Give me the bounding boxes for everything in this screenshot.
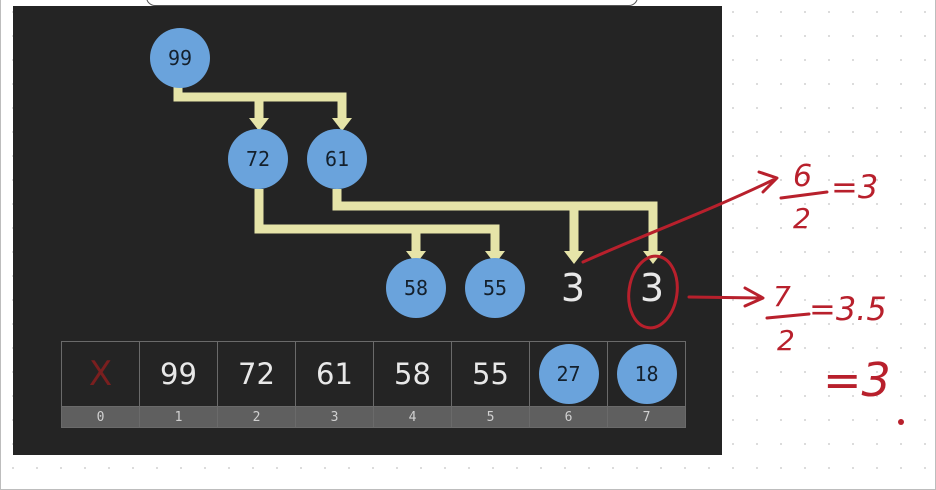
second-numerator: 7 — [773, 280, 791, 313]
second-result: =3.5 — [809, 290, 887, 328]
array-cell: 18 — [607, 341, 686, 407]
array-cell-empty: X — [61, 341, 140, 407]
array-cell-value: 61 — [316, 357, 353, 391]
arrowhead-first — [757, 170, 779, 194]
arrow-to-first-calculation — [581, 178, 775, 264]
tree-connectors — [173, 86, 663, 264]
computed-index-slot6: 3 — [560, 266, 586, 310]
array-cell-value: 99 — [160, 357, 197, 391]
array-cell-circled-value: 18 — [616, 344, 677, 404]
array-cell-value: 72 — [238, 357, 275, 391]
computed-index-slot7: 3 — [639, 266, 665, 310]
first-numerator: 6 — [793, 159, 812, 194]
floor-result: =3 — [823, 353, 891, 407]
ink-dot — [898, 419, 904, 425]
array-cell: 55 — [451, 341, 530, 407]
empty-slot-marker: X — [88, 354, 113, 394]
array-index: 1 — [139, 406, 218, 428]
array-cell-value: 58 — [394, 357, 431, 391]
array-values-row: X 99 72 61 58 55 27 18 — [61, 341, 686, 407]
connector-61-to-children — [332, 189, 658, 252]
connector-72-to-children — [254, 189, 500, 252]
fraction-bar-first — [779, 190, 829, 200]
arrowhead-72 — [249, 118, 269, 131]
first-result: =3 — [831, 168, 878, 206]
tree-node-leaf-1: 58 — [386, 258, 446, 318]
heap-visualization-panel: 99 72 61 58 55 3 3 X 99 72 61 58 55 27 1… — [13, 6, 722, 455]
array-cell: 27 — [529, 341, 608, 407]
arrowhead-second — [743, 286, 765, 308]
second-denominator: 2 — [777, 324, 795, 357]
array-cell: 61 — [295, 341, 374, 407]
heap-array: X 99 72 61 58 55 27 18 0 1 2 3 4 5 6 7 — [61, 341, 686, 428]
first-denominator: 2 — [793, 202, 811, 235]
tree-node-leaf-2: 55 — [465, 258, 525, 318]
array-index: 5 — [451, 406, 530, 428]
array-index: 3 — [295, 406, 374, 428]
array-cell-value: 55 — [472, 357, 509, 391]
array-cell: 99 — [139, 341, 218, 407]
tree-node-root: 99 — [150, 28, 210, 88]
arrowhead-55 — [485, 251, 505, 264]
array-index: 2 — [217, 406, 296, 428]
arrowhead-61 — [332, 118, 352, 131]
arrow-to-second-calculation — [687, 295, 763, 300]
array-cell: 72 — [217, 341, 296, 407]
array-cell: 58 — [373, 341, 452, 407]
array-cell-circled-value: 27 — [538, 344, 599, 404]
arrowhead-58 — [406, 251, 426, 264]
circle-around-index-7 — [627, 254, 679, 330]
fraction-bar-second — [765, 312, 811, 320]
tree-node-right: 61 — [307, 129, 367, 189]
tree-node-left: 72 — [228, 129, 288, 189]
array-index: 0 — [61, 406, 140, 428]
arrowhead-slot6 — [564, 251, 584, 264]
array-index-row: 0 1 2 3 4 5 6 7 — [61, 406, 686, 428]
array-index: 7 — [607, 406, 686, 428]
